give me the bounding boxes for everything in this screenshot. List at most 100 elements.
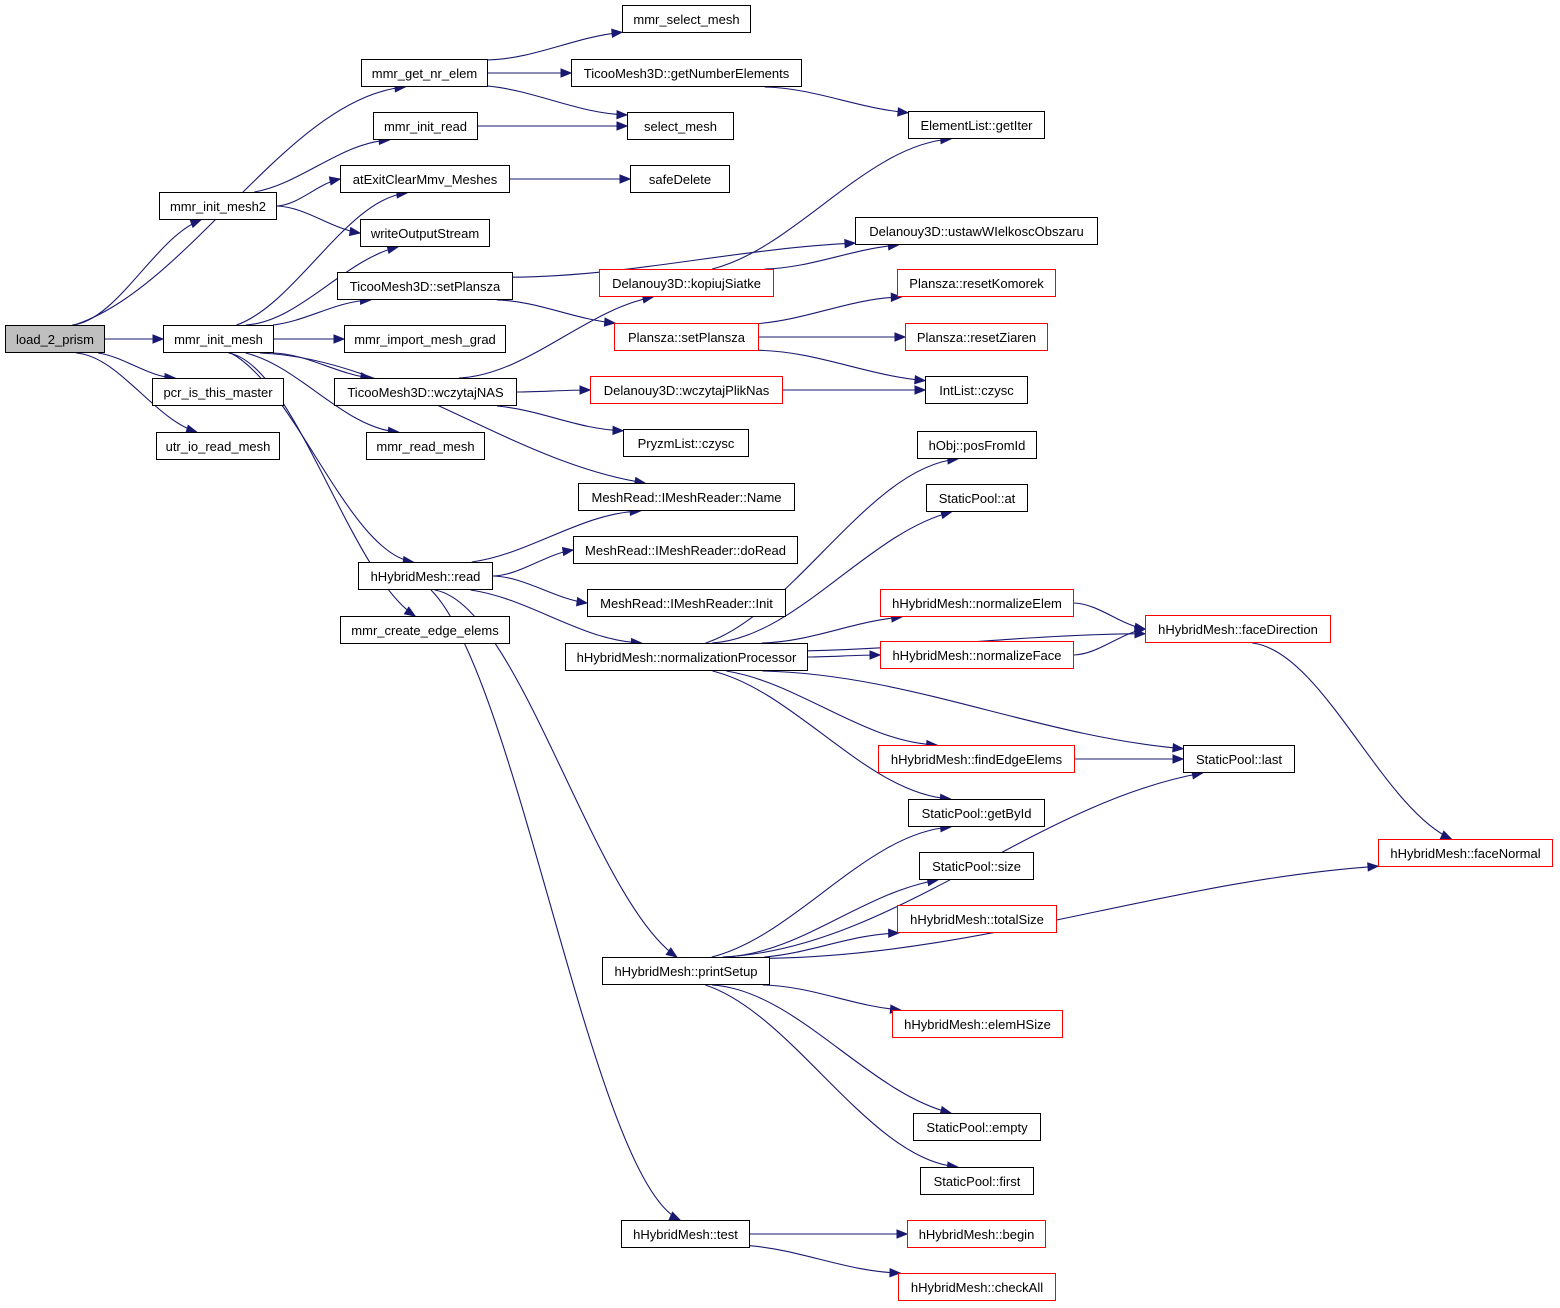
arrowhead-plansza_resetZiaren (894, 332, 907, 342)
arrowhead-mmr_select_mesh (611, 28, 624, 38)
edge-normalizationProcessor-to-staticPool_last (762, 670, 1184, 750)
node-mmr-create-edge-elems[interactable]: mmr_create_edge_elems (340, 616, 510, 644)
node-pryzmlist-czysc[interactable]: PryzmList::czysc (623, 429, 749, 457)
node-hhybridmesh-checkall[interactable]: hHybridMesh::checkAll (898, 1273, 1056, 1301)
edge-ticoo_setPlansza-to-delanouy_ustaw (512, 242, 856, 278)
edge-hHybridMesh_read-to-printSetup (434, 589, 678, 958)
edge-printSetup-to-staticPool_size (724, 879, 938, 958)
edge-mmr_init_mesh-to-ticoo_wczytajNAS (273, 352, 371, 379)
node-mmr-select-mesh[interactable]: mmr_select_mesh (622, 5, 751, 33)
node-findedgeelems[interactable]: hHybridMesh::findEdgeElems (878, 745, 1075, 773)
edge-normalizationProcessor-to-findEdgeElems (726, 670, 937, 746)
edge-normalizationProcessor-to-normalizeFace (807, 654, 881, 658)
arrowhead-staticPool_last (1172, 743, 1185, 753)
edge-hHybridMesh_read-to-normalizationProcessor (470, 589, 642, 644)
edge-mmr_get_nr_elem-to-mmr_select_mesh (487, 31, 623, 61)
node-ticoo-wczytajnas[interactable]: TicooMesh3D::wczytajNAS (334, 378, 517, 406)
node-elemhsize[interactable]: hHybridMesh::elemHSize (892, 1010, 1063, 1038)
node-facenormal[interactable]: hHybridMesh::faceNormal (1378, 839, 1553, 867)
edge-mmr_init_mesh-to-mmr_read_mesh (245, 352, 399, 433)
edge-mmr_init_mesh-to-ticoo_setPlansza (272, 299, 371, 326)
node-mmr-import-mesh-grad[interactable]: mmr_import_mesh_grad (344, 325, 506, 353)
edge-mmr_init_mesh-to-hHybridMesh_read (230, 352, 414, 563)
edge-mmr_init_mesh2-to-mmr_init_read (254, 139, 390, 193)
node-staticpool-getbyid[interactable]: StaticPool::getById (908, 799, 1045, 827)
edge-hHybridMesh_read-to-meshreader_Name (471, 510, 641, 563)
node-plansza-resetkomorek[interactable]: Plansza::resetKomorek (897, 269, 1056, 297)
node-safedelete[interactable]: safeDelete (630, 165, 730, 193)
edge-delanouy_kopiujSiatke-to-delanouy_ustaw (764, 244, 899, 270)
edge-normalizationProcessor-to-staticPool_getById (712, 670, 951, 800)
node-totalsize[interactable]: hHybridMesh::totalSize (897, 905, 1057, 933)
node-mmr-read-mesh[interactable]: mmr_read_mesh (366, 432, 485, 460)
node-mmr-get-nr-elem[interactable]: mmr_get_nr_elem (361, 59, 488, 87)
arrowhead-hHybridMesh_begin (896, 1229, 909, 1239)
node-hhybridmesh-read[interactable]: hHybridMesh::read (358, 562, 493, 590)
arrowhead-plansza_resetKomorek (890, 292, 903, 302)
edge-hHybridMesh_test-to-hHybridMesh_checkAll (749, 1245, 901, 1274)
arrowhead-mmr_init_mesh (152, 334, 165, 344)
node-utr-io-read-mesh[interactable]: utr_io_read_mesh (156, 432, 280, 460)
arrowhead-intList_czysc (914, 375, 927, 385)
node-plansza-setplansza[interactable]: Plansza::setPlansza (614, 323, 759, 351)
node-mmr-init-read[interactable]: mmr_init_read (373, 112, 478, 140)
arrowhead-meshreader_Init (576, 596, 589, 607)
edge-load_2_prism-to-mmr_init_mesh2 (72, 219, 201, 326)
edge-faceDirection-to-faceNormal (1252, 642, 1452, 840)
node-writeoutputstream[interactable]: writeOutputStream (360, 219, 490, 247)
node-normalizationprocessor[interactable]: hHybridMesh::normalizationProcessor (565, 643, 808, 671)
edge-ticoo_getNumberElements-to-elementList_getIter (764, 86, 909, 114)
edge-normalizationProcessor-to-staticPool_at (712, 511, 952, 644)
node-staticpool-at[interactable]: StaticPool::at (926, 484, 1028, 512)
node-meshreader-name[interactable]: MeshRead::IMeshReader::Name (578, 483, 795, 511)
node-mmr-init-mesh2[interactable]: mmr_init_mesh2 (159, 192, 277, 220)
node-delanouy-wczytajpliknas[interactable]: Delanouy3D::wczytajPlikNas (590, 376, 783, 404)
node-staticpool-empty[interactable]: StaticPool::empty (913, 1113, 1041, 1141)
edge-normalizeElem-to-faceDirection (1073, 602, 1146, 630)
node-ticoo-getnumberelements[interactable]: TicooMesh3D::getNumberElements (571, 59, 802, 87)
edge-mmr_init_mesh-to-mmr_create_edge_elems (228, 352, 416, 617)
node-mmr-init-mesh[interactable]: mmr_init_mesh (163, 325, 274, 353)
node-printsetup[interactable]: hHybridMesh::printSetup (602, 957, 770, 985)
node-hhybridmesh-begin[interactable]: hHybridMesh::begin (907, 1220, 1046, 1248)
node-normalizeelem[interactable]: hHybridMesh::normalizeElem (880, 589, 1074, 617)
node-hhybridmesh-test[interactable]: hHybridMesh::test (621, 1220, 750, 1248)
edge-normalizationProcessor-to-normalizeElem (761, 616, 902, 644)
node-staticpool-first[interactable]: StaticPool::first (920, 1167, 1034, 1195)
node-intlist-czysc[interactable]: IntList::czysc (925, 376, 1028, 404)
node-meshreader-doread[interactable]: MeshRead::IMeshReader::doRead (573, 536, 798, 564)
node-plansza-resetziaren[interactable]: Plansza::resetZiaren (905, 323, 1048, 351)
edge-mmr_init_mesh2-to-writeOutputStream (276, 205, 361, 234)
edge-mmr_init_mesh-to-meshreader_Name (259, 352, 646, 484)
node-meshreader-init[interactable]: MeshRead::IMeshReader::Init (587, 589, 786, 617)
node-delanouy-kopiujsiatke[interactable]: Delanouy3D::kopiujSiatke (599, 269, 774, 297)
arrowhead-safeDelete (619, 174, 632, 184)
node-pcr-is-this-master[interactable]: pcr_is_this_master (152, 378, 284, 406)
edge-delanouy_kopiujSiatke-to-elementList_getIter (712, 138, 951, 270)
edge-plansza_setPlansza-to-plansza_resetKomorek (758, 296, 902, 325)
arrowhead-meshreader_doRead (561, 546, 575, 557)
node-delanouy-ustaw[interactable]: Delanouy3D::ustawWIelkoscObszaru (855, 217, 1098, 245)
arrowhead-totalSize (888, 928, 901, 938)
edge-load_2_prism-to-utr_io_read_mesh (76, 352, 197, 433)
arrowhead-delanouy_wczytajPlikNas (579, 385, 592, 395)
node-staticpool-size[interactable]: StaticPool::size (919, 852, 1034, 880)
edge-printSetup-to-staticPool_getById (711, 826, 951, 958)
node-ticoo-setplansza[interactable]: TicooMesh3D::setPlansza (337, 272, 513, 300)
node-normalizeface[interactable]: hHybridMesh::normalizeFace (880, 641, 1074, 669)
node-elementlist-getiter[interactable]: ElementList::getIter (908, 111, 1045, 139)
node-select-mesh[interactable]: select_mesh (627, 112, 734, 140)
edge-ticoo_wczytajNAS-to-delanouy_wczytajPlikNas (516, 389, 591, 393)
node-staticpool-last[interactable]: StaticPool::last (1183, 745, 1295, 773)
arrowhead-faceDirection (1133, 626, 1147, 636)
arrowhead-intList_czysc (914, 385, 927, 395)
node-facedirection[interactable]: hHybridMesh::faceDirection (1145, 615, 1331, 643)
node-atexitclearmmv-meshes[interactable]: atExitClearMmv_Meshes (340, 165, 510, 193)
node-hobj-posfromid[interactable]: hObj::posFromId (917, 431, 1037, 459)
arrowhead-mmr_import_mesh_grad (333, 334, 346, 344)
edge-load_2_prism-to-pcr_is_this_master (98, 352, 175, 379)
arrowhead-delanouy_ustaw (844, 238, 857, 249)
edge-mmr_get_nr_elem-to-select_mesh (487, 85, 628, 116)
arrowhead-plansza_setPlansza (603, 317, 617, 327)
